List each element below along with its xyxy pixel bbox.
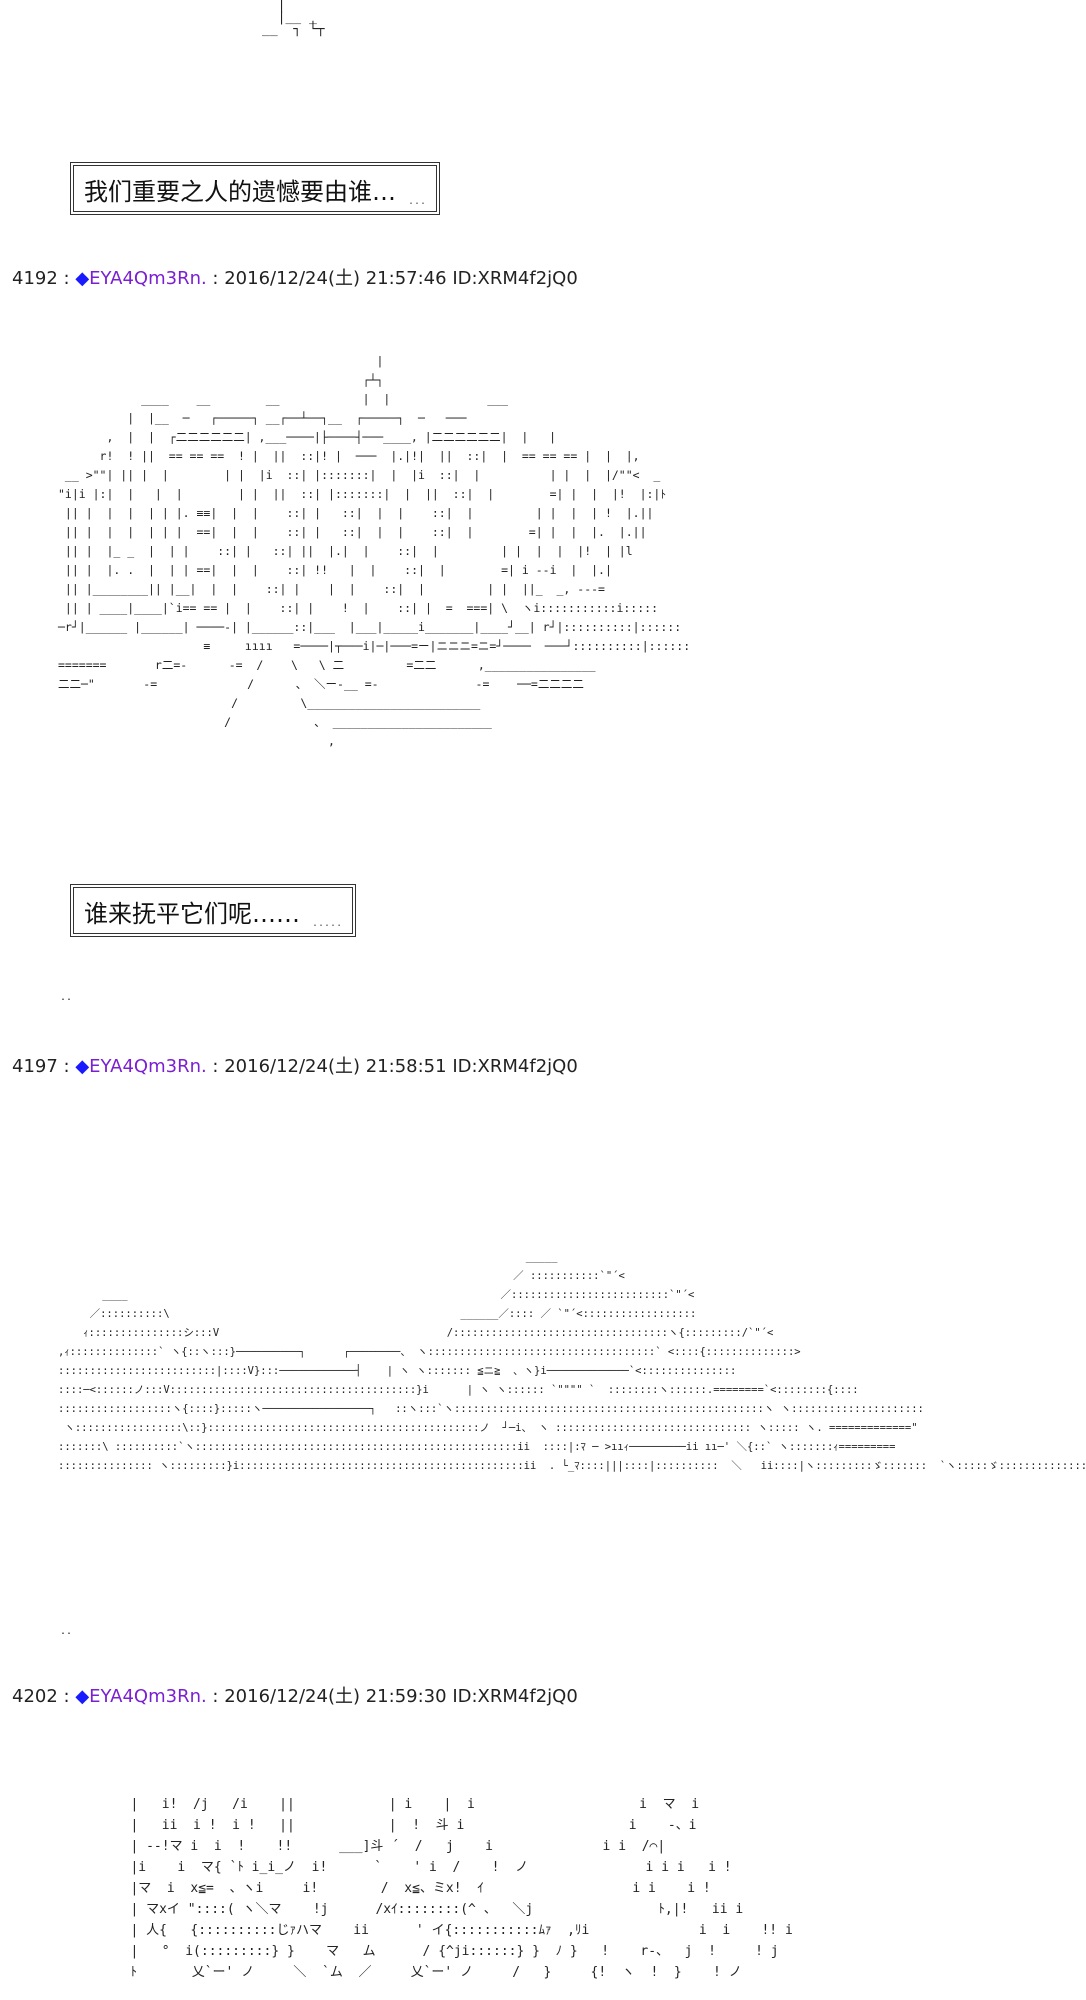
trip-diamond-icon: ◆ — [75, 1686, 90, 1707]
post-datetime: 2016/12/24(土) 21:57:46 — [224, 268, 447, 289]
post-number: 4202 — [12, 1686, 58, 1707]
trip-diamond-icon: ◆ — [75, 268, 90, 289]
dots-separator-2: .. — [60, 1626, 73, 1637]
speech-bubble-1-text: 我们重要之人的遗憾要由谁… — [84, 178, 396, 206]
post-datetime: 2016/12/24(土) 21:58:51 — [224, 1056, 447, 1077]
speech-bubble-1-inner: 我们重要之人的遗憾要由谁…... — [73, 165, 438, 212]
speech-bubble-2: 谁来抚平它们呢……..... — [70, 884, 357, 937]
top-ascii-fragment: | |__ _ __ ┐ └┬ — [262, 0, 325, 37]
post-datetime: 2016/12/24(土) 21:59:30 — [224, 1686, 447, 1707]
ascii-art-city-skyline: | ┌┴┐ ____ __ __ | | ___ | |__ ─ ┌─────┐… — [58, 354, 691, 748]
post-id: ID:XRM4f2jQ0 — [452, 268, 578, 289]
speech-bubble-1: 我们重要之人的遗憾要由谁…... — [70, 162, 441, 215]
post-tripcode[interactable]: EYA4Qm3Rn. — [89, 1056, 207, 1077]
ascii-art-ruins: _____ ／ :::::::::::`"´< ____ ／::::::::::… — [58, 1251, 1086, 1472]
post-header-4202: 4202 : ◆EYA4Qm3Rn. : 2016/12/24(土) 21:59… — [12, 1686, 578, 1707]
post-number: 4192 — [12, 268, 58, 289]
post-tripcode[interactable]: EYA4Qm3Rn. — [89, 268, 207, 289]
post-id: ID:XRM4f2jQ0 — [452, 1686, 578, 1707]
dots-separator-1: .. — [60, 992, 73, 1003]
speech-bubble-2-tail: ..... — [312, 918, 343, 929]
post-header-4192: 4192 : ◆EYA4Qm3Rn. : 2016/12/24(土) 21:57… — [12, 268, 578, 289]
post-number: 4197 — [12, 1056, 58, 1077]
ascii-art-characters: | i! /j /i || | i | i i マ i | ii i ! i !… — [130, 1797, 793, 1980]
speech-bubble-2-inner: 谁来抚平它们呢……..... — [73, 887, 354, 934]
speech-bubble-2-text: 谁来抚平它们呢…… — [84, 900, 300, 928]
post-id: ID:XRM4f2jQ0 — [452, 1056, 578, 1077]
post-tripcode[interactable]: EYA4Qm3Rn. — [89, 1686, 207, 1707]
speech-bubble-1-tail: ... — [408, 196, 427, 207]
post-header-4197: 4197 : ◆EYA4Qm3Rn. : 2016/12/24(土) 21:58… — [12, 1056, 578, 1077]
trip-diamond-icon: ◆ — [75, 1056, 90, 1077]
